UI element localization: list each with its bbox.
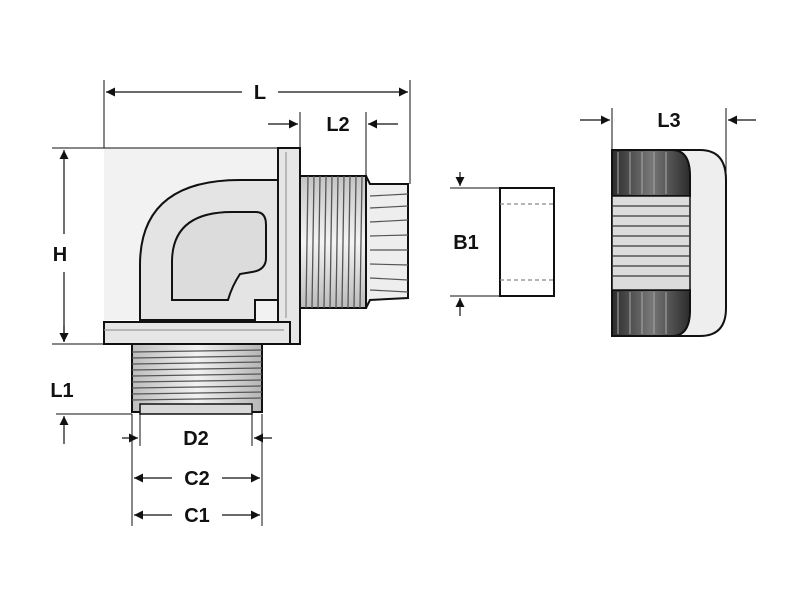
bottom-thread bbox=[131, 343, 263, 415]
elbow-inner-channel bbox=[171, 211, 267, 301]
dim-label-L: L bbox=[254, 82, 266, 104]
dim-label-B1: B1 bbox=[453, 232, 479, 254]
dim-label-C1: C1 bbox=[184, 505, 210, 527]
dimension-B1: B1 bbox=[450, 172, 500, 316]
clamping-fingers bbox=[365, 175, 409, 309]
dimension-L: L bbox=[103, 80, 411, 184]
elbow-fitting bbox=[103, 147, 409, 415]
side-thread bbox=[299, 175, 367, 309]
dim-label-H: H bbox=[53, 244, 67, 266]
dim-label-L3: L3 bbox=[657, 110, 680, 132]
seal-insert bbox=[499, 187, 555, 297]
dim-label-D2: D2 bbox=[183, 428, 209, 450]
dim-label-C2: C2 bbox=[184, 468, 210, 490]
side-flange bbox=[277, 147, 301, 345]
cap-nut bbox=[611, 149, 727, 337]
dimension-L1: L1 bbox=[50, 326, 132, 444]
dimension-C1: C1 bbox=[134, 505, 260, 527]
dimension-H: H bbox=[52, 147, 104, 345]
dimension-L2: L2 bbox=[268, 112, 398, 176]
dimension-C2: C2 bbox=[131, 414, 263, 526]
dimension-D2: D2 bbox=[122, 414, 272, 450]
dim-label-L2: L2 bbox=[326, 114, 349, 136]
dimension-L3: L3 bbox=[580, 108, 756, 180]
base-flange bbox=[103, 321, 291, 345]
dim-label-L1: L1 bbox=[50, 380, 73, 402]
